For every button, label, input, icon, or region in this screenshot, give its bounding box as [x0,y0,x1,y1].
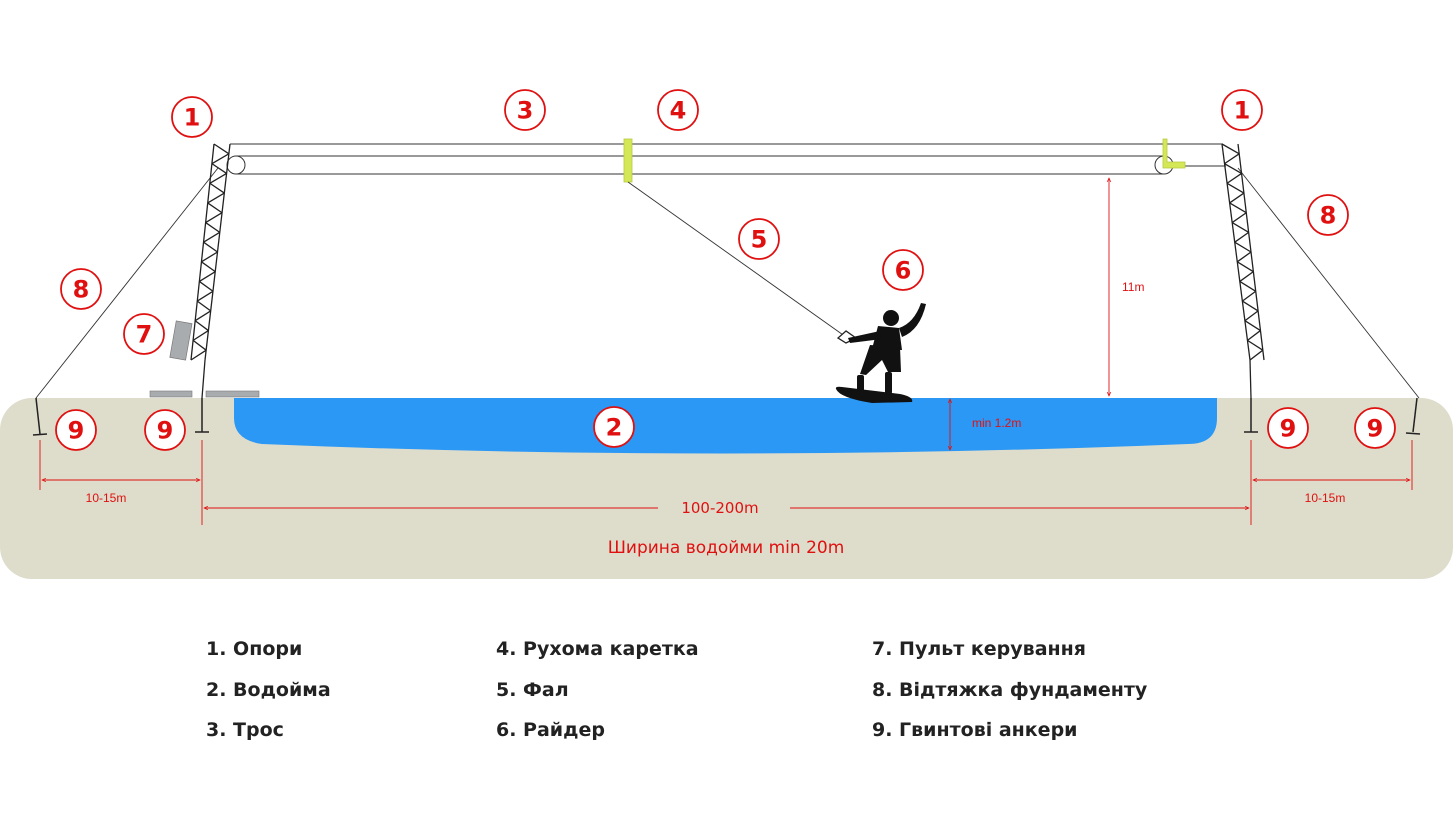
guy-line-left [35,167,219,399]
legend: 1. Опори 2. Водойма 3. Трос 4. Рухома ка… [0,636,1453,756]
legend-item: 7. Пульт керування [872,638,1086,660]
anchor-posts [32,397,1421,436]
control-panel [169,320,193,361]
callout-label: 9 [1280,415,1297,443]
dimension-lines [39,178,1413,525]
callout-label: 6 [895,257,912,285]
tow-rope [627,181,847,338]
height-label: 11m [1122,280,1144,294]
support-tower-left [190,143,231,399]
rider-silhouette [835,303,926,403]
legend-item: 5. Фал [496,678,569,701]
legend-item: 8. Відтяжка фундаменту [872,678,1148,701]
callout-label: 7 [136,321,153,349]
legend-item: 1. Опори [206,638,303,660]
legend-column-3: 7. Пульт керування 8. Відтяжка фундамент… [872,636,1147,758]
platform-left [149,390,193,398]
platform-right [205,390,260,398]
legend-column-1: 1. Опори 2. Водойма 3. Трос [206,636,331,758]
legend-item: 3. Трос [206,719,284,741]
guy-line-right [1237,167,1420,399]
callout-label: 5 [751,226,768,254]
cable [226,143,1226,175]
callout-label: 9 [157,417,174,445]
callout-guy-right: 8 [1307,194,1349,236]
callout-label: 4 [670,97,687,125]
depth-label: min 1.2m [972,416,1021,430]
legend-item: 6. Райдер [496,719,605,741]
callout-label: 1 [1234,97,1251,125]
callout-anchor-3: 9 [1267,407,1309,449]
legend-item: 9. Гвинтові анкери [872,719,1078,741]
callout-label: 1 [184,104,201,132]
callout-carriage: 4 [657,89,699,131]
callout-cable: 3 [504,89,546,131]
carriage [623,138,633,183]
support-tower-right [1221,143,1265,399]
end-bracket-right [1162,138,1186,169]
callout-label: 8 [1320,202,1337,230]
callout-pond: 2 [593,406,635,448]
legend-item: 4. Рухома каретка [496,638,699,660]
callout-guy-left: 8 [60,268,102,310]
callout-rider: 6 [882,249,924,291]
callout-supports-right: 1 [1221,89,1263,131]
callout-label: 8 [73,276,90,304]
callout-label: 2 [606,414,623,442]
legend-column-2: 4. Рухома каретка 5. Фал 6. Райдер [496,636,699,758]
callout-label: 9 [68,417,85,445]
pond-width-label: Ширина водойми min 20m [608,538,845,558]
guy-left-label: 10-15m [86,491,127,505]
callout-anchor-2: 9 [144,409,186,451]
callout-rope: 5 [738,218,780,260]
legend-item: 2. Водойма [206,678,331,701]
callout-supports-left: 1 [171,96,213,138]
span-label: 100-200m [681,499,758,517]
pulley-left [226,155,246,175]
callout-anchor-4: 9 [1354,407,1396,449]
callout-label: 9 [1367,415,1384,443]
callout-label: 3 [517,97,534,125]
guy-right-label: 10-15m [1305,491,1346,505]
pond [234,398,1217,454]
callout-anchor-1: 9 [55,409,97,451]
callout-control-panel: 7 [123,313,165,355]
